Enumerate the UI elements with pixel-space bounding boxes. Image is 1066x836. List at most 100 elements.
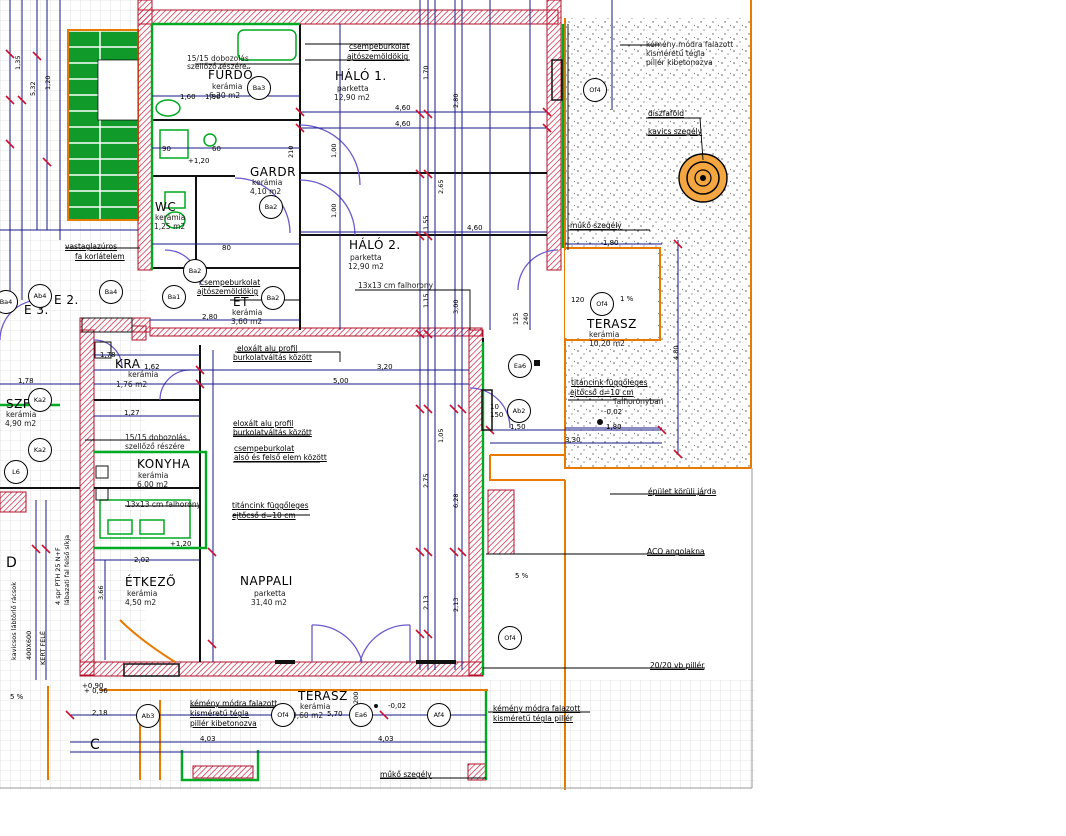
dim-480: 4,80 bbox=[672, 345, 680, 360]
dim-240: 240 bbox=[522, 312, 530, 325]
tag-ba2c: Ba2 bbox=[261, 286, 285, 310]
room-szf-area: 4,90 m2 bbox=[5, 419, 37, 428]
note-kert: KERT FELÉ bbox=[39, 630, 47, 665]
tag-ka2a: Ka2 bbox=[28, 388, 52, 412]
room-wc-area: 1,25 m2 bbox=[154, 222, 186, 231]
note-csempe1: csempeburkolat bbox=[349, 42, 410, 51]
level-5: + 0,96 bbox=[84, 687, 108, 695]
note-doboz1b: szellőző részére bbox=[187, 62, 247, 71]
note-elox2: eloxált alu profil bbox=[233, 419, 294, 428]
level-4: +1,20 bbox=[170, 540, 192, 548]
tag-of4b: Of4 bbox=[583, 78, 607, 102]
dim-280b: 2,80 bbox=[452, 93, 460, 108]
dim-213a: 2,13 bbox=[422, 595, 430, 610]
note-kemeny7: kisméretű tégla bbox=[190, 709, 249, 718]
level-1: -0,02 bbox=[604, 408, 623, 416]
dim-460c: 4,60 bbox=[467, 224, 483, 232]
room-etkezo-area: 4,50 m2 bbox=[125, 598, 157, 607]
note-pipe1: 4 spr PTH 25 N+F bbox=[54, 547, 62, 605]
dim-180b: 1,80 bbox=[606, 423, 622, 431]
note-lepcso1: vastaglazúros bbox=[65, 242, 118, 251]
dim-150b: 150 bbox=[490, 411, 504, 419]
dim-155: 1,55 bbox=[422, 215, 430, 230]
room-furdo-mat: kerámia bbox=[212, 82, 243, 91]
dim-210: 210 bbox=[287, 145, 295, 158]
zone-c: C bbox=[90, 737, 101, 753]
dim-060: 60 bbox=[212, 145, 221, 153]
dim-300: 3,00 bbox=[452, 299, 460, 314]
room-et-name: ET bbox=[233, 295, 249, 309]
dim-366: 3,66 bbox=[97, 585, 105, 600]
level-6: +0,90 bbox=[82, 682, 104, 690]
room-halo2-mat: parketta bbox=[350, 253, 382, 262]
note-pillar: 20/20 vb pillér bbox=[650, 661, 705, 670]
dim-330: 3,30 bbox=[565, 436, 581, 444]
dim-090: 90 bbox=[162, 145, 171, 153]
room-terasz1-name: TERASZ bbox=[587, 317, 637, 331]
tag-ba4b: Ba4 bbox=[0, 290, 18, 314]
green-walls bbox=[0, 22, 565, 782]
tag-ba3: Ba3 bbox=[247, 76, 271, 100]
tag-ea6a: Ea6 bbox=[508, 354, 532, 378]
room-nappali-area: 31,40 m2 bbox=[251, 598, 287, 607]
dim-135: 1,35 bbox=[14, 55, 22, 70]
slope-3: 5 % bbox=[10, 693, 24, 701]
note-titan1: titáncink függőleges bbox=[232, 501, 309, 510]
zone-e2: E 2. bbox=[54, 293, 79, 307]
dim-170: 1,70 bbox=[422, 65, 430, 80]
room-nappali-name: NAPPALI bbox=[240, 574, 293, 588]
note-elox1b: burkolatváltás között bbox=[233, 353, 312, 362]
note-muko2: műkő szegély bbox=[380, 770, 432, 779]
tag-l6: L6 bbox=[4, 460, 28, 484]
zone-d: D bbox=[6, 555, 18, 571]
note-diszfa: díszfaföld bbox=[648, 109, 684, 118]
room-kra-mat: kerámia bbox=[128, 370, 159, 379]
dim-127: 1,27 bbox=[124, 409, 140, 417]
dim-280a: 2,80 bbox=[202, 313, 218, 321]
room-kra-area: 1,76 m2 bbox=[116, 380, 148, 389]
tag-ea6b: Ea6 bbox=[349, 703, 373, 727]
dim-125: 125 bbox=[512, 312, 520, 325]
dim-320: 3,20 bbox=[377, 363, 393, 371]
tag-of4a: Of4 bbox=[590, 292, 614, 316]
dim-213b: 2,13 bbox=[452, 597, 460, 612]
note-racs: kavicsos lábtörlő rácsok bbox=[10, 582, 18, 660]
tag-ka2b: Ka2 bbox=[28, 438, 52, 462]
dim-500: 5,00 bbox=[333, 377, 349, 385]
room-halo1-mat: parketta bbox=[337, 84, 369, 93]
note-kavics: kavics szegély bbox=[648, 127, 703, 136]
outer-walls bbox=[0, 0, 562, 781]
note-kemeny6: kémény módra falazott bbox=[190, 699, 278, 708]
room-szf-name: SZF bbox=[6, 397, 31, 411]
note-pipe1b: lábazati fal felső síkja bbox=[63, 534, 71, 605]
note-titan1b: ejtőcső d=10 cm bbox=[232, 511, 296, 520]
leader-lines bbox=[65, 24, 705, 779]
note-csempe3b: alsó és felső elem között bbox=[234, 453, 327, 462]
dim-100b: 1,00 bbox=[330, 203, 338, 218]
room-gardr-name: GARDR bbox=[250, 165, 296, 179]
note-falhorony1: 13x13 cm falhorony bbox=[358, 281, 434, 290]
dim-202: 2,02 bbox=[134, 556, 150, 564]
note-csempe3: csempeburkolat bbox=[234, 444, 295, 453]
note-titan2b: ejtőcső d=10 cm bbox=[570, 388, 634, 397]
room-konyha-area: 6,00 m2 bbox=[137, 480, 169, 489]
orange-lines bbox=[47, 220, 661, 790]
note-kemeny4: kémény módra falazott bbox=[493, 704, 581, 713]
dim-160: 1,60 bbox=[180, 93, 196, 101]
note-muko1: műkő szegély bbox=[570, 221, 622, 230]
slope-1: 1 % bbox=[620, 295, 634, 303]
note-kemeny8: pillér kibetonozva bbox=[190, 719, 257, 728]
dim-275: 2,75 bbox=[422, 473, 430, 488]
room-furdo-name: FÜRDŐ bbox=[208, 68, 254, 82]
room-terasz2-name: TERASZ bbox=[298, 689, 348, 703]
note-titan2: titáncink függőleges bbox=[571, 378, 648, 387]
note-doboz2: 15/15 dobozolás bbox=[125, 433, 187, 442]
room-nappali-mat: parketta bbox=[254, 589, 286, 598]
dim-532: 5,32 bbox=[29, 81, 37, 96]
tag-ab2: Ab2 bbox=[507, 399, 531, 423]
note-falhorony2: 13x13 cm falhorony bbox=[126, 500, 202, 509]
room-furdo-area: 6,20 m2 bbox=[209, 91, 241, 100]
room-terasz2-area: 9,60 m2 bbox=[292, 711, 324, 720]
note-kemeny1: kémény módra falazott bbox=[646, 40, 734, 49]
note-racs2: 400X600 bbox=[25, 630, 33, 660]
